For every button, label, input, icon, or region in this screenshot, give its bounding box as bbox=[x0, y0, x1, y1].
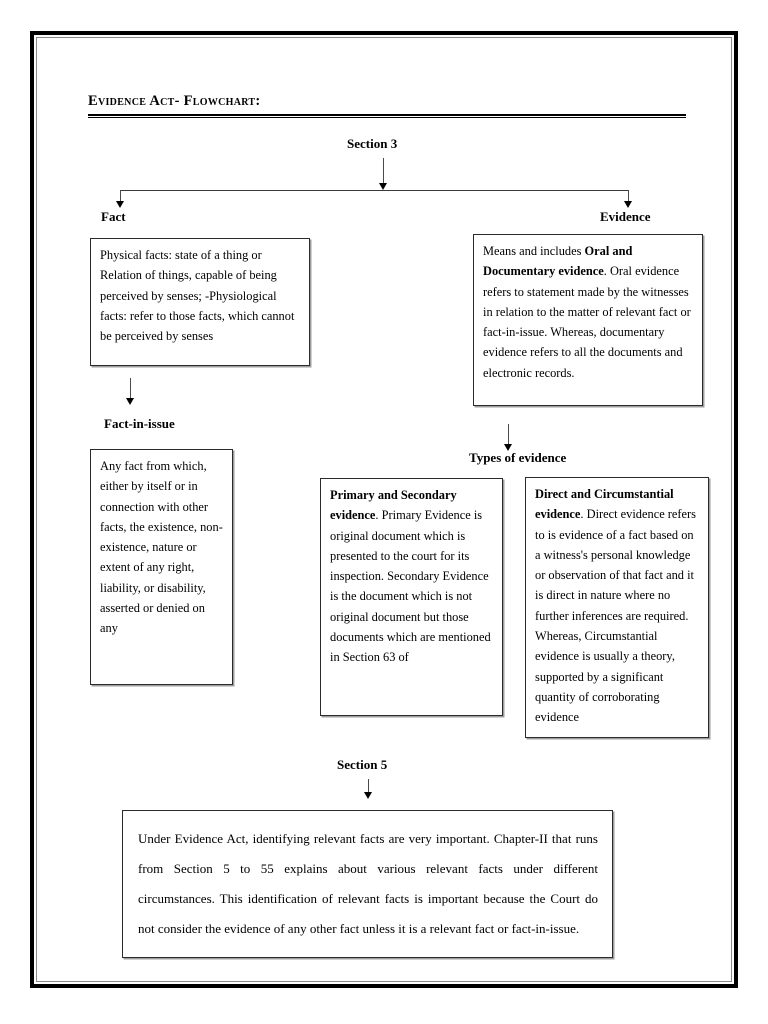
box-evidence-bold-term: Oral and Documentary evidence bbox=[483, 244, 633, 279]
box-evidence-rest: . Oral evidence refers to statement made… bbox=[483, 264, 691, 380]
box-evidence-definition: Means and includes Oral and Documentary … bbox=[473, 234, 703, 406]
node-label-types-of-evidence: Types of evidence bbox=[469, 450, 567, 465]
arrowhead-section5 bbox=[364, 792, 372, 799]
node-label-section-3: Section 3 bbox=[347, 136, 398, 151]
page-border-inner bbox=[36, 37, 732, 982]
node-label-fact-in-issue: Fact-in-issue bbox=[104, 416, 175, 431]
connector-evidence-to-types bbox=[508, 424, 509, 445]
page-border-outer bbox=[30, 31, 738, 988]
arrowhead-evidence bbox=[624, 201, 632, 208]
title-underline-rule bbox=[88, 114, 686, 118]
arrowhead-types-of-evidence bbox=[504, 444, 512, 451]
box-direct-and-circumstantial-evidence: Direct and Circumstantial evidence. Dire… bbox=[525, 477, 709, 738]
box-fact-in-issue-text: Any fact from which, either by itself or… bbox=[100, 459, 223, 636]
box-fact-text: Physical facts: state of a thing or Rela… bbox=[100, 248, 295, 344]
node-label-fact: Fact bbox=[101, 209, 126, 224]
connector-branch-right-drop bbox=[628, 190, 629, 202]
box-primary-secondary-rest: . Primary Evidence is original document … bbox=[330, 508, 491, 665]
box-fact-definition: Physical facts: state of a thing or Rela… bbox=[90, 238, 310, 366]
node-label-evidence: Evidence bbox=[600, 209, 651, 224]
box-direct-circumstantial-bold-term: Direct and Circumstantial evidence bbox=[535, 487, 674, 522]
connector-section3-stem bbox=[383, 158, 384, 183]
connector-branch-left-drop bbox=[120, 190, 121, 202]
box-primary-secondary-bold-term: Primary and Secondary evidence bbox=[330, 488, 457, 523]
connector-branch-bar bbox=[120, 190, 628, 191]
box-section-5-explanation: Under Evidence Act, identifying relevant… bbox=[122, 810, 613, 958]
node-label-section-5: Section 5 bbox=[337, 757, 388, 772]
page-title: Evidence Act- Flowchart: bbox=[88, 93, 261, 109]
connector-section5-stem bbox=[368, 779, 369, 793]
arrowhead-fact bbox=[116, 201, 124, 208]
box-primary-and-secondary-evidence: Primary and Secondary evidence. Primary … bbox=[320, 478, 503, 716]
box-evidence-lead: Means and includes bbox=[483, 244, 585, 258]
box-section5-text: Under Evidence Act, identifying relevant… bbox=[138, 831, 598, 936]
connector-fact-to-fact-in-issue bbox=[130, 378, 131, 398]
arrowhead-section3-center bbox=[379, 183, 387, 190]
box-fact-in-issue-definition: Any fact from which, either by itself or… bbox=[90, 449, 233, 685]
box-direct-circumstantial-rest: . Direct evidence refers to is evidence … bbox=[535, 507, 696, 725]
arrowhead-fact-in-issue bbox=[126, 398, 134, 405]
